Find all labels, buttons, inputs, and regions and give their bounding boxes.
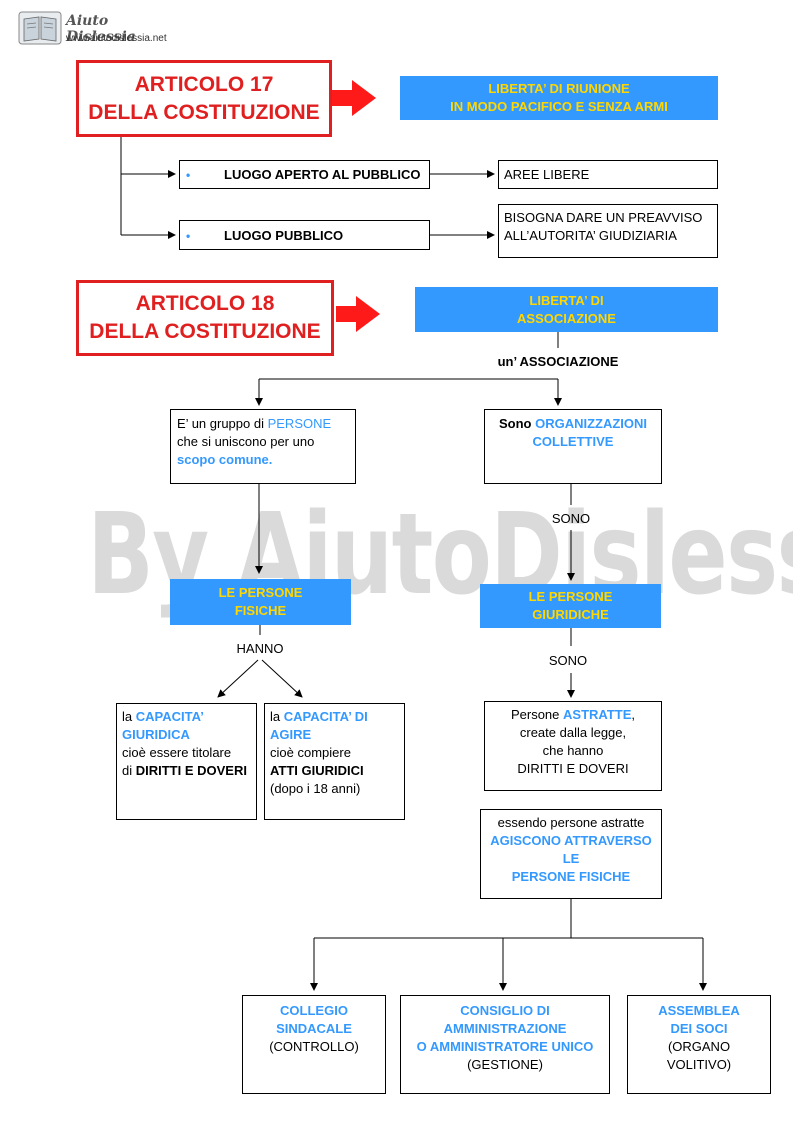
def-scopo: scopo comune.: [177, 452, 273, 467]
cg-text: la: [122, 709, 136, 724]
ca-text: la: [270, 709, 284, 724]
cg-diritti: DIRITTI E DOVERI: [135, 763, 247, 778]
ca-capacita: CAPACITA’ DI: [283, 709, 368, 724]
fisiche-line2: FISICHE: [234, 603, 287, 618]
persone-astratte-box: Persone ASTRATTE, create dalla legge, ch…: [484, 701, 662, 791]
persone-giuridiche-header: LE PERSONE GIURIDICHE: [480, 584, 661, 628]
liberta-riunione-line1: LIBERTA’ DI RIUNIONE: [488, 81, 630, 96]
collegio-line2: SINDACALE: [276, 1021, 352, 1036]
fisiche-line1: LE PERSONE: [218, 585, 303, 600]
def-text: che si uniscono per uno: [177, 434, 315, 449]
gruppo-persone-box: E’ un gruppo di PERSONE che si uniscono …: [170, 409, 356, 484]
pa-text: create dalla legge,: [519, 725, 627, 740]
luogo-aperto-box: • LUOGO APERTO AL PUBBLICO: [179, 160, 430, 189]
ca-atti: ATTI GIURIDICI: [270, 763, 364, 778]
cg-text: cioè essere titolare: [122, 745, 232, 760]
bullet-icon: •: [186, 168, 191, 182]
def-sono: Sono: [498, 416, 536, 431]
book-logo-icon: [18, 11, 62, 45]
collegio-line1: COLLEGIO: [280, 1003, 348, 1018]
capacita-giuridica-box: la CAPACITA’ GIURIDICA cioè essere titol…: [116, 703, 257, 820]
assemblea-soci-box: ASSEMBLEA DEI SOCI (ORGANO VOLITIVO): [627, 995, 771, 1094]
consiglio-line3: O AMMINISTRATORE UNICO: [416, 1039, 594, 1054]
logo-url[interactable]: www.aiutodislessia.net: [66, 33, 167, 44]
giuridiche-line1: LE PERSONE: [528, 589, 613, 604]
assemblea-line2: DEI SOCI: [670, 1021, 728, 1036]
articolo-17-title: ARTICOLO 17: [134, 72, 274, 96]
cg-text: di: [122, 763, 136, 778]
preavviso-line2: ALL’AUTORITA’ GIUDIZIARIA: [504, 228, 677, 243]
liberta-associazione-line2: ASSOCIAZIONE: [517, 310, 616, 326]
hanno-label: HANNO: [236, 641, 284, 656]
bullet-icon: •: [186, 229, 191, 243]
red-arrow-art17: [332, 80, 376, 116]
liberta-associazione-line1: LIBERTA’ DI: [529, 292, 604, 308]
articolo-17-subtitle: DELLA COSTITUZIONE: [88, 100, 320, 124]
assemblea-line1: ASSEMBLEA: [658, 1003, 740, 1018]
logo: Aiuto Dislessia www.aiutodislessia.net: [18, 11, 178, 47]
ag-attraverso: AGISCONO ATTRAVERSO: [490, 833, 652, 848]
pa-text: ,: [631, 707, 636, 722]
assemblea-line4: VOLITIVO): [666, 1057, 732, 1072]
collegio-sindacale-box: COLLEGIO SINDACALE (CONTROLLO): [242, 995, 386, 1094]
preavviso-line1: BISOGNA DARE UN PREAVVISO: [504, 210, 703, 225]
ag-le: LE: [562, 851, 580, 866]
agiscono-box: essendo persone astratte AGISCONO ATTRAV…: [480, 809, 662, 899]
preavviso-box: BISOGNA DARE UN PREAVVISO ALL’AUTORITA’ …: [498, 204, 718, 258]
ag-text: essendo persone astratte: [497, 815, 645, 830]
cg-giuridica: GIURIDICA: [122, 727, 190, 742]
liberta-associazione-header: LIBERTA’ DI ASSOCIAZIONE: [415, 287, 718, 332]
associazione-label: un’ ASSOCIAZIONE: [497, 354, 619, 369]
persone-fisiche-header: LE PERSONE FISICHE: [170, 579, 351, 625]
articolo-18-title: ARTICOLO 18: [135, 292, 275, 315]
ca-eta: (dopo i 18 anni): [270, 781, 361, 796]
luogo-aperto-label: LUOGO APERTO AL PUBBLICO: [224, 167, 421, 182]
pa-diritti: DIRITTI E DOVERI: [517, 761, 629, 776]
red-arrow-art18: [336, 296, 380, 332]
cg-capacita: CAPACITA’: [135, 709, 204, 724]
aree-libere-box: AREE LIBERE: [498, 160, 718, 189]
articolo-18-subtitle: DELLA COSTITUZIONE: [89, 320, 321, 343]
consiglio-line4: (GESTIONE): [467, 1057, 543, 1072]
consiglio-line2: AMMINISTRAZIONE: [443, 1021, 567, 1036]
ca-text: cioè compiere: [270, 745, 351, 760]
luogo-pubblico-label: LUOGO PUBBLICO: [224, 228, 344, 243]
capacita-agire-box: la CAPACITA’ DI AGIRE cioè compiere ATTI…: [264, 703, 405, 820]
consiglio-amministrazione-box: CONSIGLIO DI AMMINISTRAZIONE O AMMINISTR…: [400, 995, 610, 1094]
def-organizzazioni: ORGANIZZAZIONI: [535, 416, 648, 431]
giuridiche-line2: GIURIDICHE: [532, 607, 609, 622]
articolo-17-box: ARTICOLO 17 DELLA COSTITUZIONE: [76, 60, 332, 137]
pa-text: che hanno: [542, 743, 604, 758]
liberta-riunione-header: LIBERTA’ DI RIUNIONE IN MODO PACIFICO E …: [400, 76, 718, 120]
collegio-line3: (CONTROLLO): [269, 1039, 359, 1054]
assemblea-line3: (ORGANO: [667, 1039, 731, 1054]
pa-text: Persone: [510, 707, 564, 722]
sono-label-2: SONO: [548, 653, 588, 668]
logo-title: Aiuto Dislessia: [66, 13, 136, 45]
organizzazioni-box: Sono ORGANIZZAZIONI COLLETTIVE: [484, 409, 662, 484]
consiglio-line1: CONSIGLIO DI: [460, 1003, 550, 1018]
sono-label-1: SONO: [551, 511, 591, 526]
ca-agire: AGIRE: [270, 727, 312, 742]
ag-persone-fisiche: PERSONE FISICHE: [511, 869, 631, 884]
pa-astratte: ASTRATTE: [563, 707, 632, 722]
liberta-riunione-line2: IN MODO PACIFICO E SENZA ARMI: [450, 99, 668, 114]
luogo-pubblico-box: • LUOGO PUBBLICO: [179, 220, 430, 250]
def-persone: PERSONE: [267, 416, 332, 431]
def-text: E’ un gruppo di: [177, 416, 268, 431]
articolo-18-box: ARTICOLO 18 DELLA COSTITUZIONE: [76, 280, 334, 356]
def-collettive: COLLETTIVE: [532, 434, 614, 449]
aree-libere-label: AREE LIBERE: [504, 167, 590, 182]
